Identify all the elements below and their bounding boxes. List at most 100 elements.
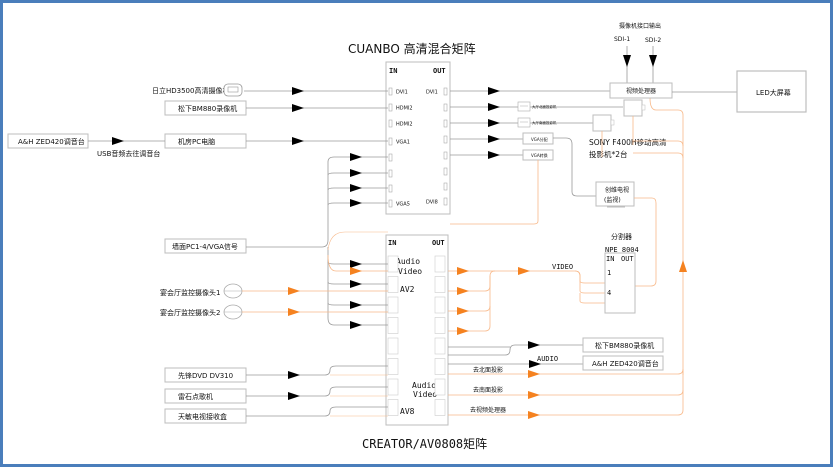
small-box1-label: VGA分配 [531,136,548,142]
dome-camera-icon [223,283,243,299]
panasonic-cam-bottom-box[interactable] [582,337,664,353]
av-to-destinations [448,368,684,416]
hd-output-port [443,182,448,191]
av-input-port [387,296,399,314]
av-matrix-video-label-top: Video [398,267,422,276]
splitter-in: IN [606,255,614,263]
hitachi-camera-label: 日立HD3500高清摄像机 [152,86,229,95]
arrow [488,151,500,159]
usb-note: USB音频去往调音台 [97,149,160,158]
vga-to-tv-line [553,137,596,197]
av-input-port [387,255,399,273]
av-matrix-title: CREATOR/AV0808矩阵 [362,437,487,451]
wall-pc-arrows [350,153,362,329]
video-processor-box[interactable] [609,82,673,99]
sony-projector-line1: SONY F400H移动高清 [589,137,667,147]
sony-projector-line2: 投影机*2台 [589,149,628,159]
sdi1-label: SDI-1 [614,36,630,43]
arrow [112,137,124,145]
video-label: VIDEO [552,263,573,271]
av-video-outputs [448,270,605,332]
splitter-port4: 4 [607,289,611,297]
arrow [292,87,304,95]
av-output-port [434,296,446,314]
hd-input-port [388,153,393,162]
projector-lens [641,104,646,111]
hd-output-port [443,103,448,112]
hd-output-port [443,87,448,96]
arrow [488,103,500,111]
av-orange-arrows [457,267,530,335]
hd-matrix-box [385,61,451,215]
av-output-port [434,358,446,375]
hd-matrix-title: CUANBO 高清混合矩阵 [348,41,476,56]
hd-input-port [388,169,393,178]
av-input-port [387,276,399,293]
led-screen-label: LED大屏幕 [756,88,791,97]
orange-bundle-curve [327,231,388,251]
arrow [288,392,300,400]
tv-box [595,181,635,207]
hd-input-port [388,103,393,112]
led-screen-box[interactable] [736,70,807,113]
arrow-down [623,55,631,67]
mixer-right-label: A&H ZED420调音台 [592,359,659,368]
splitter-out: OUT [621,255,634,263]
arrow [528,341,540,349]
video-processor-label: 视频处理器 [626,87,656,95]
orange-arrow [350,267,362,275]
arrow-down [649,55,657,67]
panasonic-cam-bottom-label: 松下BM880录像机 [595,341,654,350]
monitor-cam1-label: 宴会厅监控摄像头1 [160,288,220,297]
hd-input-port [388,137,393,146]
small-box1 [522,132,554,145]
av-output-port [434,378,446,396]
splitter-port1: 1 [607,269,611,277]
hd-matrix-out-label: OUT [433,67,446,75]
hd-input-label: DVI1 [396,90,408,96]
karaoke-line [246,386,388,397]
mixer-left-label: A&H ZED420调音台 [18,137,85,146]
audio-label: AUDIO [537,355,558,363]
mixer-right-box[interactable] [582,355,664,371]
av-matrix-av8-label: AV8 [400,407,415,416]
hd-input-port [388,87,393,96]
orange-arrow [288,287,300,295]
satellite-line [246,406,388,417]
av-output-port [434,399,446,416]
satellite-label: 天敏电视接收盒 [178,412,227,421]
tv-label-line1: 创维电视 [605,186,629,194]
splitter-model: NPE 8004 [605,246,639,254]
projector1-box [623,99,643,117]
arrow [488,87,500,95]
av-matrix-audio-label-bottom: Audio [412,381,436,390]
arrow [488,135,500,143]
projector2-box [592,114,612,132]
dvd-label: 先锋DVD DV310 [178,371,233,380]
hd-output-port [443,119,448,128]
orange-video-branch [327,254,388,272]
av-output-port [434,276,446,293]
hd-input-port [388,119,393,128]
av-input-port [387,358,399,375]
av-matrix-audio-label-top: Audio [396,257,420,266]
av-out-cam-line [448,344,583,356]
panasonic-cam-top-label: 松下BM880录像机 [178,104,237,113]
hd-input-label: VGA1 [396,140,410,146]
hd-output-label: DVI1 [426,90,438,96]
dvd-line [246,365,388,376]
hd-input-port [388,184,393,193]
av-matrix-out-label: OUT [432,239,445,247]
av-output-port [434,337,446,355]
av-input-port [387,399,399,416]
pc-label: 机房PC电脑 [178,137,215,146]
splitter-box[interactable] [604,252,636,314]
arrow [529,360,541,368]
monitor-cam2-label: 宴会厅监控摄像头2 [160,308,220,317]
hd-input-port [388,199,393,208]
wall-pc-bundle [246,156,388,326]
tv-label-line2: (监视) [604,196,621,204]
wall-pc-box[interactable] [164,238,247,254]
dome-camera-icon [223,304,243,320]
